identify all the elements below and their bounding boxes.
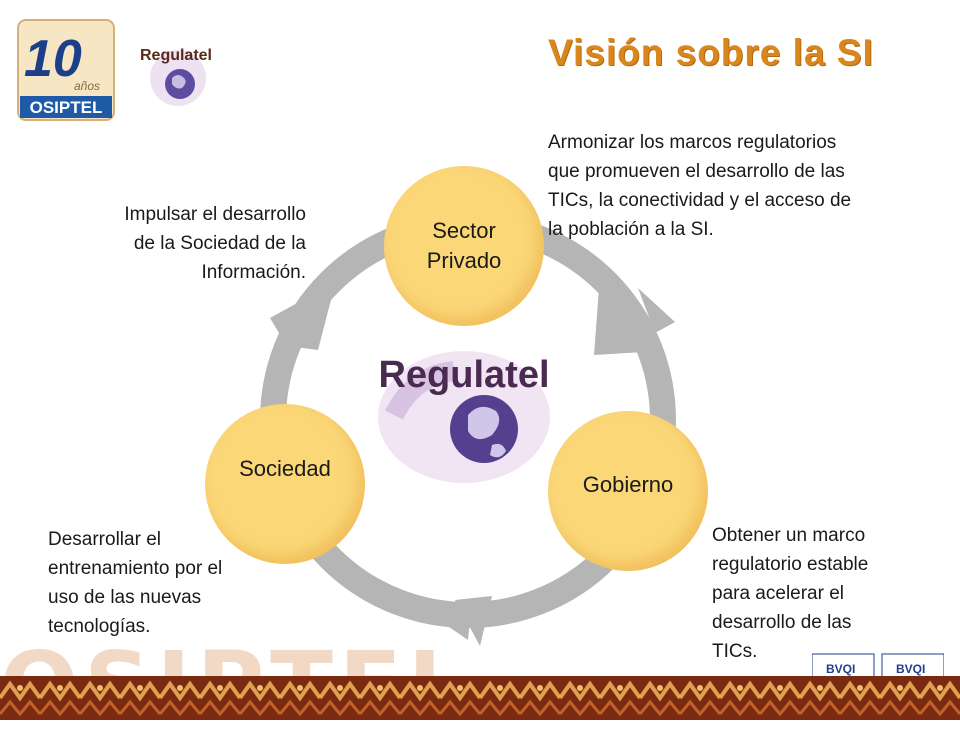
- node-gobierno-label: Gobierno: [582, 472, 674, 497]
- page-title: Visión sobre la SI: [548, 32, 874, 73]
- node-gobierno: Gobierno: [548, 411, 708, 571]
- description-gobierno: Obtener un marco regulatorio estable par…: [712, 521, 868, 666]
- description-sociedad: Desarrollar el entrenamiento por el uso …: [48, 525, 222, 641]
- cert-logo-1-label: BVQI: [826, 662, 855, 676]
- regulatel-small-label: Regulatel: [140, 47, 212, 64]
- arrow-head-left: [270, 286, 328, 338]
- desc-br-line: desarrollo de las: [712, 612, 852, 633]
- desc-br-line: Obtener un marco: [712, 525, 866, 546]
- desc-bl-line: Desarrollar el: [48, 529, 161, 550]
- arrow-tip-right: [638, 288, 675, 333]
- osiptel-anniversary-logo: 10 años OSIPTEL: [17, 19, 115, 121]
- osiptel-name: OSIPTEL: [30, 98, 103, 117]
- node-privado-line2: Privado: [426, 248, 502, 273]
- desc-bl-line: tecnologías.: [48, 616, 151, 637]
- regulatel-small-logo: Regulatel: [140, 47, 212, 106]
- osiptel-number: 10: [24, 30, 82, 88]
- description-impulsar: Impulsar el desarrollo de la Sociedad de…: [66, 200, 306, 287]
- desc-bl-line: uso de las nuevas: [48, 587, 202, 608]
- desc-tr-line: la población a la SI.: [548, 219, 714, 240]
- node-sociedad: Sociedad: [205, 404, 365, 564]
- arrow-tip-left: [280, 296, 332, 350]
- cert-logo-2-label: BVQI: [896, 662, 925, 676]
- desc-tr-line: que promueven el desarrollo de las: [548, 161, 845, 182]
- desc-tl-line: de la Sociedad de la: [133, 233, 306, 254]
- desc-br-line: para acelerar el: [712, 583, 845, 604]
- description-sector-privado: Armonizar los marcos regulatorios que pr…: [548, 128, 851, 244]
- desc-tl-line: Impulsar el desarrollo: [124, 204, 306, 225]
- regulatel-center-logo: Regulatel: [378, 351, 550, 483]
- arrow-tip-bottom: [455, 596, 492, 646]
- desc-br-line: TICs.: [712, 641, 758, 662]
- desc-tr-line: Armonizar los marcos regulatorios: [548, 132, 837, 153]
- desc-br-line: regulatorio estable: [712, 554, 869, 575]
- desc-tr-line: TICs, la conectividad y el acceso de: [548, 190, 852, 211]
- desc-tl-line: Información.: [201, 262, 306, 283]
- arrow-head-right: [594, 275, 650, 355]
- osiptel-years-label: años: [74, 79, 100, 93]
- regulatel-center-label: Regulatel: [378, 354, 549, 396]
- desc-bl-line: entrenamiento por el: [48, 558, 223, 579]
- node-sector-privado: Sector Privado: [384, 166, 544, 326]
- node-sociedad-label: Sociedad: [239, 456, 331, 481]
- decorative-footer-band: [0, 676, 960, 720]
- node-privado-line1: Sector: [432, 218, 496, 243]
